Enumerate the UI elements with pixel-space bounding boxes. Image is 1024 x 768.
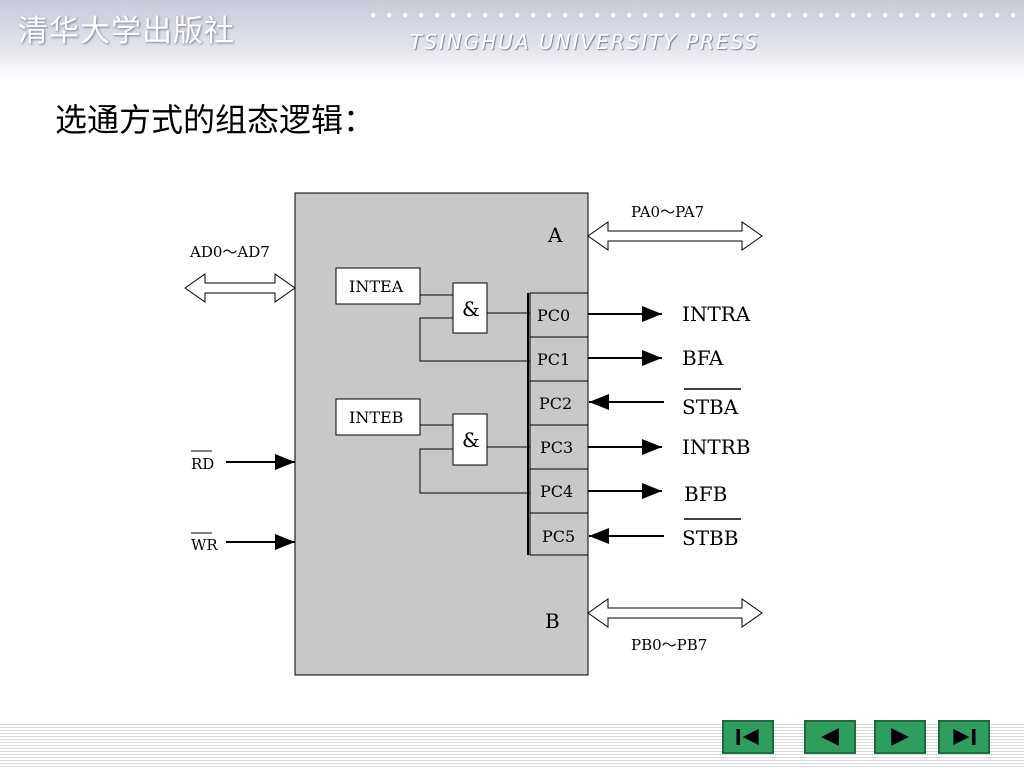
pc-label: PC3	[540, 438, 573, 457]
wire-pc4-gate-b	[419, 448, 530, 494]
pb-bus-label: PB0～PB7	[631, 636, 707, 654]
pa-bus-arrow	[587, 221, 763, 251]
first-slide-icon	[736, 729, 759, 745]
and-gate-b-symbol: &	[462, 428, 480, 452]
pa-bus-label: PA0～PA7	[631, 203, 704, 221]
intea-label: INTEA	[349, 277, 404, 296]
pc-box	[529, 424, 589, 470]
pc-box	[529, 336, 589, 382]
and-gate-b	[452, 413, 488, 466]
intea-box	[335, 267, 421, 305]
and-gate-a-symbol: &	[462, 297, 480, 321]
first-slide-button[interactable]	[722, 720, 774, 754]
publisher-name-en: TSINGHUA UNIVERSITY PRESS	[410, 30, 760, 54]
pc-label: PC4	[540, 482, 573, 501]
wr-label: WR	[191, 536, 218, 554]
next-slide-icon	[891, 728, 909, 746]
pc-label: PC1	[537, 350, 570, 369]
last-slide-icon	[953, 729, 976, 745]
header-dots	[365, 11, 1015, 19]
signal-label: INTRB	[682, 435, 751, 459]
pb-bus-arrow	[587, 598, 763, 628]
port-a-label: A	[547, 223, 563, 247]
pc-box	[529, 512, 589, 556]
wire-pc2-gate-a	[419, 317, 530, 362]
signal-label: BFA	[682, 346, 724, 370]
publisher-name-cn: 清华大学出版社	[18, 14, 235, 49]
last-slide-button[interactable]	[938, 720, 990, 754]
signal-label: BFB	[684, 482, 727, 506]
pc-label: PC5	[542, 527, 575, 546]
previous-slide-button[interactable]	[804, 720, 856, 754]
ad-bus-label: AD0～AD7	[189, 243, 270, 261]
signal-label: STBB	[682, 526, 738, 550]
port-b-label: B	[545, 609, 560, 633]
inteb-box	[335, 398, 421, 436]
pc-label: PC0	[537, 306, 570, 325]
slide-title: 选通方式的组态逻辑：	[55, 101, 376, 139]
header-banner: 清华大学出版社 TSINGHUA UNIVERSITY PRESS	[0, 0, 1024, 80]
signal-label: STBA	[682, 395, 739, 419]
ad-bus-arrow	[184, 273, 296, 303]
previous-slide-icon	[821, 728, 839, 746]
next-slide-button[interactable]	[874, 720, 926, 754]
footer-stripes	[0, 722, 1024, 768]
pc-label: PC2	[539, 394, 572, 413]
pc-box	[529, 380, 589, 426]
rd-label: RD	[191, 455, 214, 473]
and-gate-a	[452, 282, 488, 334]
signal-label: INTRA	[682, 302, 751, 326]
inteb-label: INTEB	[349, 408, 403, 427]
